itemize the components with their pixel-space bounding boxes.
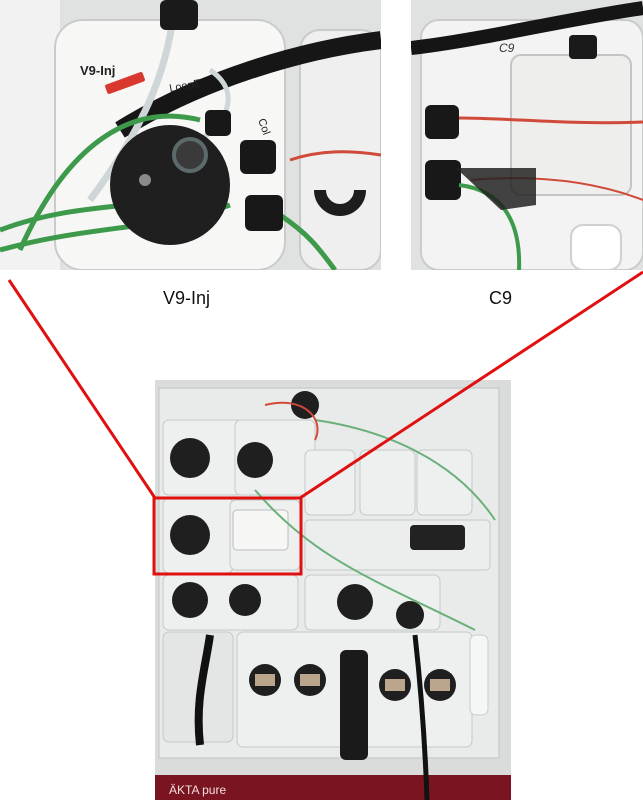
caption-c9: C9 [489,288,513,308]
v9-inj-photo-drawing: V9-Inj LoopE Col [0,0,381,270]
caption-v9-inj: V9-Inj [163,288,211,308]
c9-panel-text: C9 [499,41,515,55]
instrument-drawing: ÄKTA pure [155,380,511,800]
callout-line-left [7,279,157,499]
brand-text: ÄKTA pure [169,783,226,797]
v9-inj-zoom-photo: V9-Inj LoopE Col [0,0,381,270]
c9-photo-drawing: C9 [411,0,643,270]
c9-zoom-photo: C9 [411,0,643,270]
loop-panel-text: LoopE [168,78,201,95]
col-panel-text: Col [255,117,272,137]
instrument-overview-photo: ÄKTA pure [155,380,511,800]
v9-inj-panel-text: V9-Inj [80,63,115,78]
